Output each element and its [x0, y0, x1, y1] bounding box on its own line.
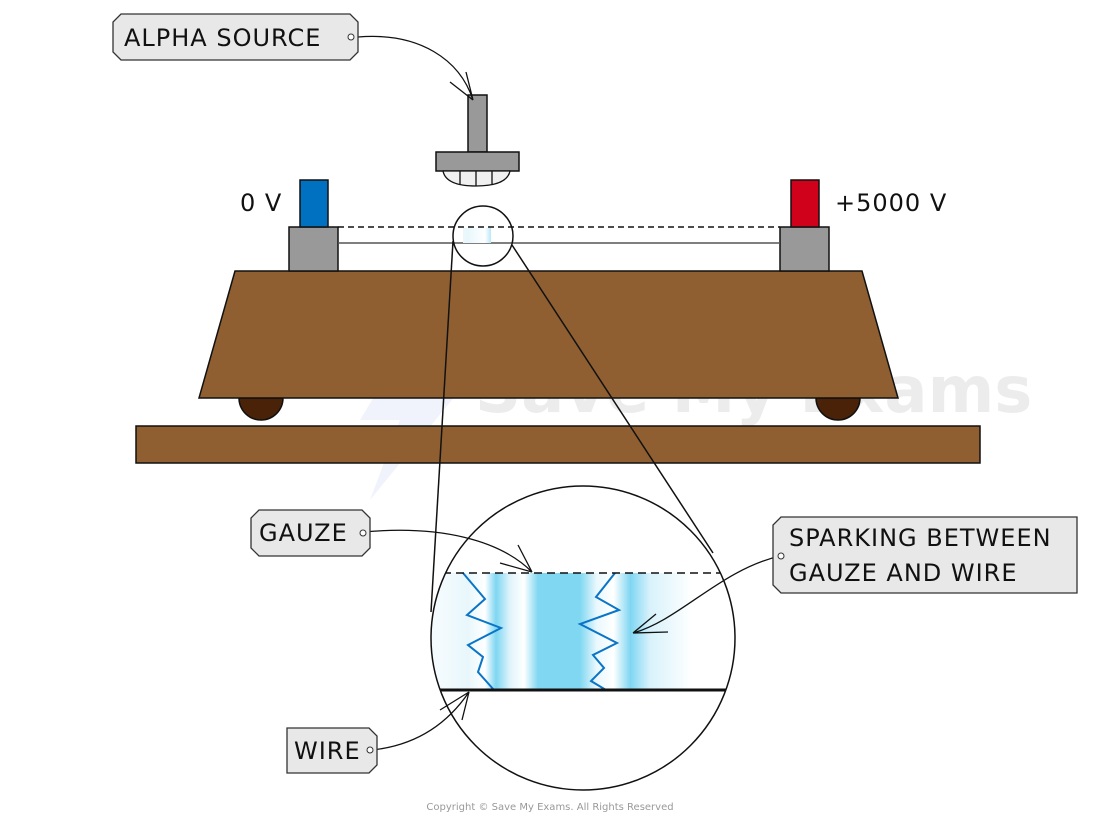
wire-arrow	[371, 691, 470, 751]
magnified-circle	[430, 485, 736, 791]
gauze-arrow	[363, 529, 533, 573]
alpha-source-holder	[435, 151, 520, 172]
wire-tag: WIRE	[286, 727, 378, 774]
spark-right	[577, 572, 622, 691]
spark-left	[462, 572, 504, 691]
negative-terminal	[299, 179, 329, 228]
bench-plank	[135, 425, 981, 464]
wire-label: WIRE	[294, 737, 361, 765]
zoom-line-left	[430, 240, 454, 613]
gauze-label: GAUZE	[259, 519, 348, 547]
alpha-source-dome	[442, 170, 511, 187]
right-wheel	[815, 397, 861, 421]
zoom-line-right	[511, 244, 714, 554]
left-wheel	[238, 397, 284, 421]
gauze-tag: GAUZE	[250, 509, 371, 557]
left-terminal-block	[288, 226, 339, 272]
zero-volt-label: 0 V	[240, 189, 282, 217]
alpha-source-label: ALPHA SOURCE	[124, 24, 321, 52]
alpha-source-stem	[467, 94, 488, 153]
right-terminal-block	[779, 226, 830, 272]
positive-terminal	[790, 179, 820, 228]
alpha-source-arrow	[357, 35, 474, 101]
magnified-view	[431, 572, 730, 692]
sparking-label-line2: GAUZE AND WIRE	[789, 559, 1018, 587]
sparking-label-line1: SPARKING BETWEEN	[789, 524, 1052, 552]
magnify-source-circle	[452, 205, 514, 267]
high-volt-label: +5000 V	[835, 189, 947, 217]
alpha-source-tag: ALPHA SOURCE	[112, 13, 359, 61]
sparking-arrow	[632, 555, 781, 634]
wooden-base	[198, 270, 899, 399]
copyright-text: Copyright © Save My Exams. All Rights Re…	[426, 802, 673, 813]
sparking-tag: SPARKING BETWEEN GAUZE AND WIRE	[772, 516, 1078, 594]
